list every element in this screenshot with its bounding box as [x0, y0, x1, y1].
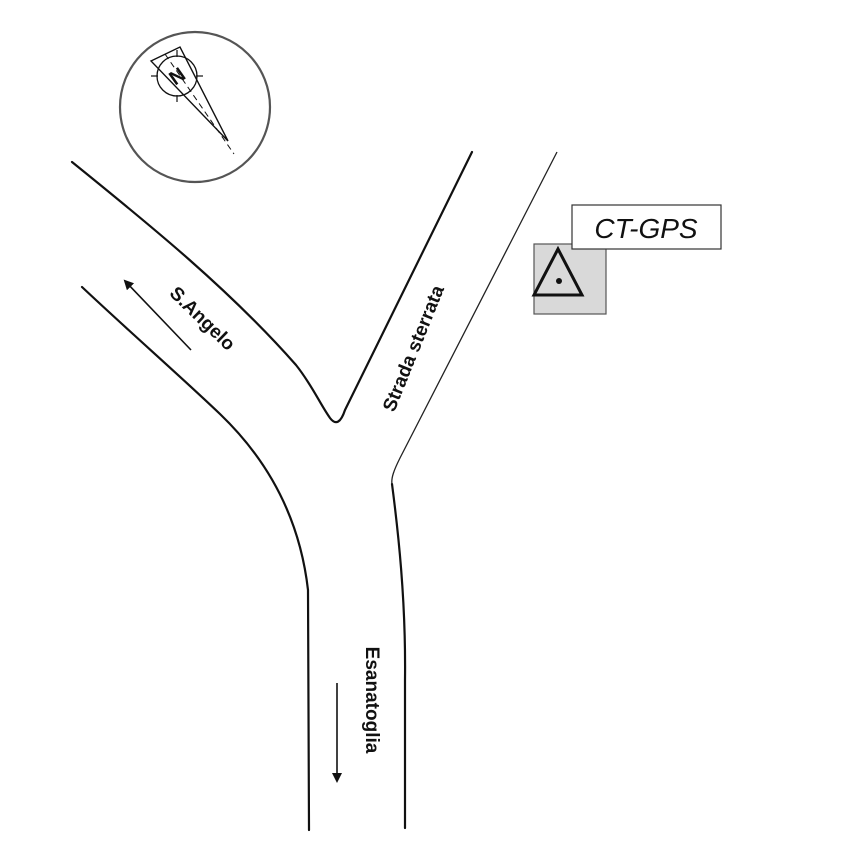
station-label-box: [571, 204, 722, 250]
sangelo-direction-arrow-icon: [123, 279, 192, 351]
road-label-strada-sterrata: Strada sterrata: [379, 282, 449, 415]
track-edge-right: [391, 151, 558, 485]
gps-station-triangle-icon: [531, 245, 585, 297]
road-network: [70, 150, 474, 832]
station-box: [533, 243, 607, 315]
compass: N: [118, 30, 272, 184]
gps-station-marker: CT-GPS: [531, 204, 722, 315]
road-edge-upper-left: [70, 150, 474, 424]
road-label-esanatoglia: Esanatoglia: [361, 647, 382, 754]
station-label: CT-GPS: [594, 213, 698, 244]
road-edge-right: [390, 482, 407, 830]
road-edge-lower-left: [80, 285, 311, 832]
